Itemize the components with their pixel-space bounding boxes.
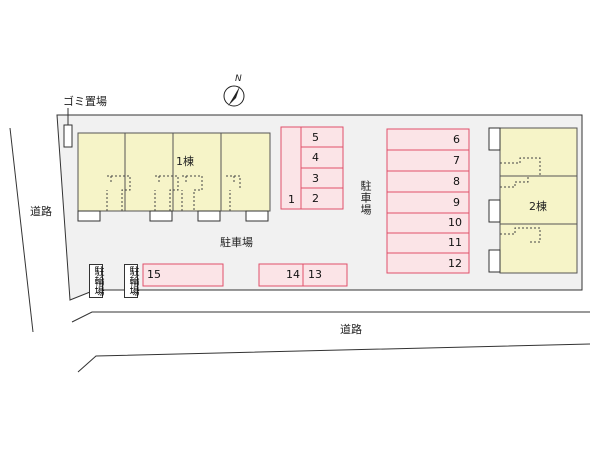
parking-number: 9 xyxy=(453,196,460,209)
bike-parking-2: 駐輪場 xyxy=(124,264,138,298)
parking-number: 2 xyxy=(312,192,319,205)
bike-parking-1: 駐輪場 xyxy=(89,264,103,298)
road-bottom-lower xyxy=(77,343,591,373)
parking-number: 14 xyxy=(286,268,300,281)
parking-number: 5 xyxy=(312,131,319,144)
parking-number: 10 xyxy=(448,216,462,229)
road-left-edge xyxy=(9,127,34,333)
parking-number: 3 xyxy=(312,172,319,185)
parking-vertical-label: 駐車場 xyxy=(359,180,372,216)
parking-number: 6 xyxy=(453,133,460,146)
parking-block-a xyxy=(280,126,344,210)
road-bottom-label: 道路 xyxy=(340,323,362,336)
parking-number: 12 xyxy=(448,257,462,270)
parking-number: 4 xyxy=(312,151,319,164)
building-2 xyxy=(488,127,578,274)
compass-north-label: N xyxy=(235,74,242,84)
compass-icon xyxy=(223,85,245,107)
parking-number: 15 xyxy=(147,268,161,281)
garbage-bin xyxy=(63,124,73,148)
parking-number: 8 xyxy=(453,175,460,188)
parking-number: 11 xyxy=(448,236,462,249)
parking-number: 1 xyxy=(288,193,295,206)
building-1-label: 1棟 xyxy=(176,155,194,168)
parking-block-b xyxy=(386,128,470,274)
garbage-area-label: ゴミ置場 xyxy=(63,95,107,108)
parking-center-label: 駐車場 xyxy=(220,236,253,249)
parking-number: 7 xyxy=(453,154,460,167)
parking-number: 13 xyxy=(308,268,322,281)
building-1 xyxy=(77,132,271,222)
parking-15 xyxy=(142,263,224,287)
road-left-label: 道路 xyxy=(30,205,52,218)
parking-13 xyxy=(302,263,348,287)
road-bottom-upper xyxy=(71,311,590,323)
building-2-label: 2棟 xyxy=(529,200,547,213)
